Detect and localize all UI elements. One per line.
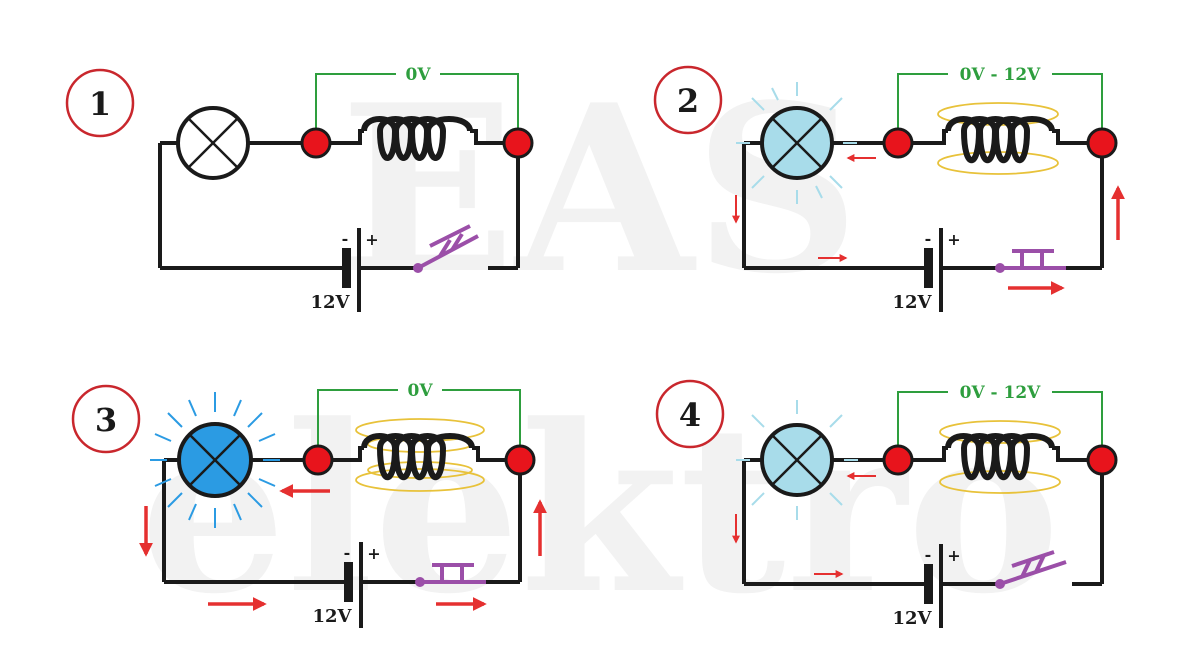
battery-minus-label: - <box>925 545 932 564</box>
step-number-badge <box>655 379 725 449</box>
voltmeter-probe-wire <box>440 73 519 143</box>
coil <box>945 116 1055 164</box>
lamp-dim-icon <box>736 82 857 204</box>
watermark-top: EAS <box>340 55 860 325</box>
terminal <box>300 127 332 159</box>
battery-plus-label: + <box>947 230 960 249</box>
voltmeter-probe-wire <box>897 391 948 460</box>
battery-voltage-label: 12V <box>310 292 350 313</box>
terminal <box>502 127 534 159</box>
circuit-wire <box>742 129 1104 270</box>
battery-icon <box>924 544 943 628</box>
battery-icon <box>344 542 363 628</box>
battery-icon <box>342 228 361 312</box>
battery-minus-label: - <box>342 229 349 248</box>
terminal <box>302 444 334 476</box>
voltmeter-probe-wire <box>1052 73 1103 143</box>
battery-icon <box>924 228 943 312</box>
coil <box>361 433 475 481</box>
circuit-wire <box>158 129 520 270</box>
circuit-panel-1: 0V - + 12V 1 <box>65 65 534 313</box>
voltage-reading: 0V - 12V <box>960 383 1042 403</box>
terminal <box>882 127 914 159</box>
voltage-reading: 0V <box>407 381 433 401</box>
current-arrows <box>139 484 547 611</box>
switch-closed-icon <box>995 249 1066 273</box>
voltmeter-probe-wire <box>315 73 396 143</box>
step-number: 4 <box>679 396 701 434</box>
switch-closed-icon <box>415 563 486 587</box>
terminal <box>504 444 536 476</box>
coil <box>945 433 1055 481</box>
battery-voltage-label: 12V <box>892 608 932 629</box>
voltage-reading: 0V <box>405 65 431 85</box>
battery-voltage-label: 12V <box>312 606 352 627</box>
current-arrows <box>732 154 1125 295</box>
circuit-panel-3: 0V <box>71 381 547 628</box>
battery-voltage-label: 12V <box>892 292 932 313</box>
voltmeter-probe-wire <box>317 389 398 460</box>
terminal <box>882 444 914 476</box>
step-number: 3 <box>95 401 117 439</box>
lamp-bright-icon <box>150 392 280 528</box>
coil <box>361 116 473 161</box>
terminal <box>1086 444 1118 476</box>
voltmeter-probe-wire <box>897 73 948 143</box>
voltmeter-probe-wire <box>1052 391 1103 460</box>
lamp-dim-icon <box>736 400 858 520</box>
battery-plus-label: + <box>365 230 378 249</box>
step-number: 2 <box>677 82 699 120</box>
current-arrows <box>732 472 876 578</box>
step-number-badge <box>653 65 723 135</box>
voltmeter-probe-wire <box>442 389 521 460</box>
watermark: EAS elektro <box>140 55 1060 645</box>
circuit-panel-2: 0V - 12V - + 1 <box>653 65 1125 313</box>
step-number-badge <box>65 68 135 138</box>
battery-plus-label: + <box>367 544 380 563</box>
battery-minus-label: - <box>925 229 932 248</box>
watermark-bottom: elektro <box>140 375 1060 645</box>
circuit-panel-4: 0V - 12V - + 12V <box>655 379 1118 629</box>
switch-open-icon <box>995 550 1067 589</box>
terminal <box>1086 127 1118 159</box>
step-number-badge <box>71 384 141 454</box>
voltage-reading: 0V - 12V <box>960 65 1042 85</box>
battery-plus-label: + <box>947 546 960 565</box>
switch-open-icon <box>413 224 479 273</box>
battery-minus-label: - <box>344 543 351 562</box>
step-number: 1 <box>89 85 111 123</box>
lamp-off-icon <box>176 106 250 180</box>
